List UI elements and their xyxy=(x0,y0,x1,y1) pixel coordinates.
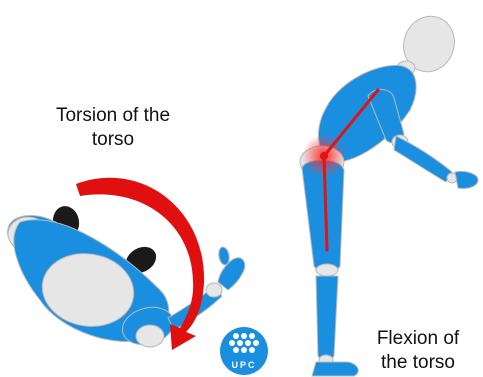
torsion-label: Torsion of the torso xyxy=(28,104,198,152)
right-figure-knee xyxy=(316,264,338,276)
flexion-figure-side-view xyxy=(300,9,478,376)
right-figure-forearm xyxy=(394,136,452,182)
torsion-figure-top-view xyxy=(0,178,244,350)
left-figure-thumb xyxy=(218,246,231,265)
right-figure-shin xyxy=(316,276,338,361)
upc-logo-text: UPC xyxy=(231,360,256,370)
left-figure-elbow-joint xyxy=(206,283,222,297)
torsion-label-line1: Torsion of the xyxy=(28,104,198,128)
upc-logo-icon: UPC xyxy=(220,327,268,375)
torsion-label-line2: torso xyxy=(28,128,198,152)
flexion-label-line2: the torso xyxy=(356,351,480,375)
flexion-label-line1: Flexion of xyxy=(356,327,480,351)
left-figure-knee-joint xyxy=(136,325,164,347)
hip-pivot-point xyxy=(320,152,328,160)
right-figure-hand xyxy=(455,171,478,188)
flexion-label: Flexion of the torso xyxy=(356,327,480,375)
right-figure-foot xyxy=(312,362,358,376)
